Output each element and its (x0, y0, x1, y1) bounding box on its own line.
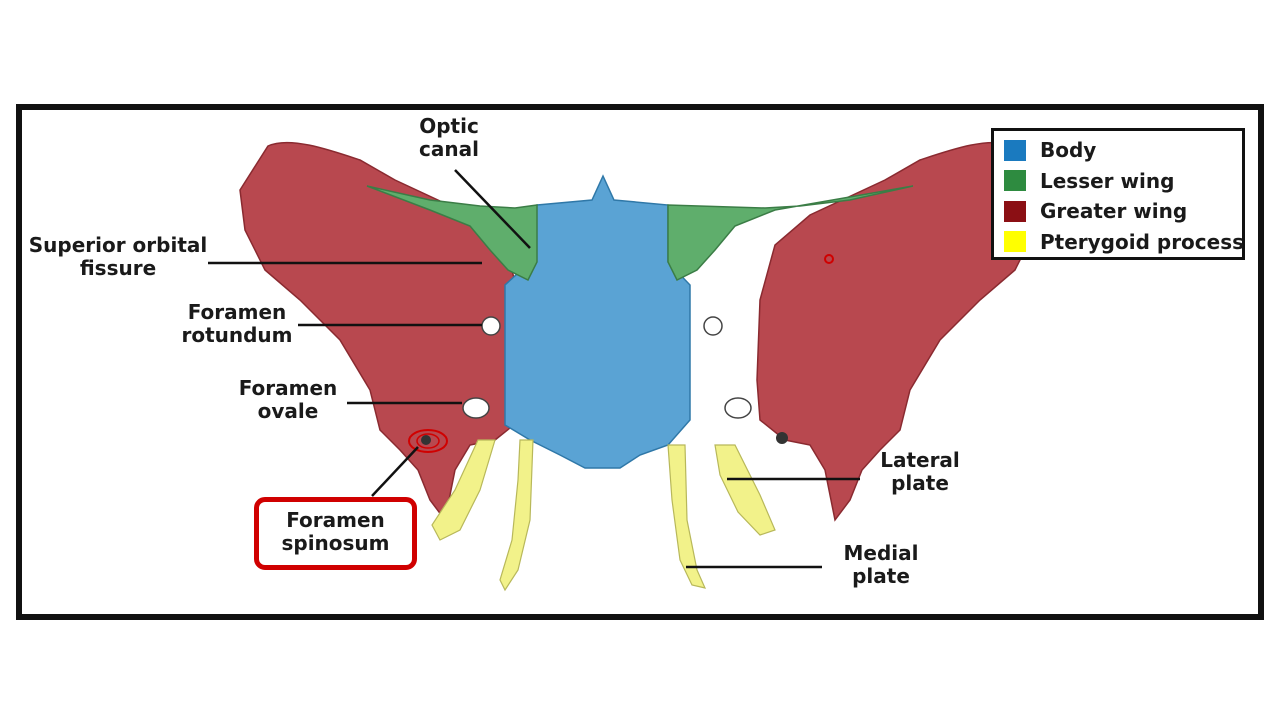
legend-label-greater-wing: Greater wing (1040, 199, 1188, 224)
foramen-rotundum-right (703, 316, 723, 336)
legend-label-lesser-wing: Lesser wing (1040, 168, 1175, 193)
foramen-ovale-left (462, 397, 490, 419)
lateral-plate-left (431, 439, 496, 541)
legend-item-body: Body (1004, 135, 1242, 166)
lateral-plate-right (714, 444, 776, 536)
greater-wing-right (756, 141, 1041, 522)
sphenoid-body (504, 174, 691, 469)
leader-optic-canal (454, 169, 531, 249)
medial-plate-right (667, 444, 707, 589)
legend-swatch-lesser-wing (1004, 170, 1026, 192)
leader-foramen-spinosum (371, 446, 419, 497)
spinosum-circle-annotation (408, 429, 448, 453)
spinosum-circle-annotation-inner (416, 433, 440, 449)
legend-swatch-greater-wing (1004, 200, 1026, 222)
lesser-wing-right (667, 185, 914, 282)
legend-item-pterygoid-process: Pterygoid process (1004, 227, 1245, 258)
foramen-spinosum-right (776, 432, 788, 444)
legend-swatch-body (1004, 139, 1026, 161)
legend-item-lesser-wing: Lesser wing (1004, 166, 1242, 197)
legend: Body Lesser wing Greater wing Pterygoid … (991, 128, 1245, 260)
legend-label-pterygoid-process: Pterygoid process (1040, 229, 1245, 254)
legend-label-body: Body (1040, 138, 1097, 163)
foramen-spinosum-left (421, 435, 431, 445)
legend-swatch-pterygoid-process (1004, 231, 1026, 253)
laser-pointer-dot (824, 254, 834, 264)
foramen-rotundum-left (481, 316, 501, 336)
legend-item-greater-wing: Greater wing (1004, 196, 1242, 227)
foramen-ovale-right (724, 397, 752, 419)
medial-plate-left (499, 439, 534, 592)
